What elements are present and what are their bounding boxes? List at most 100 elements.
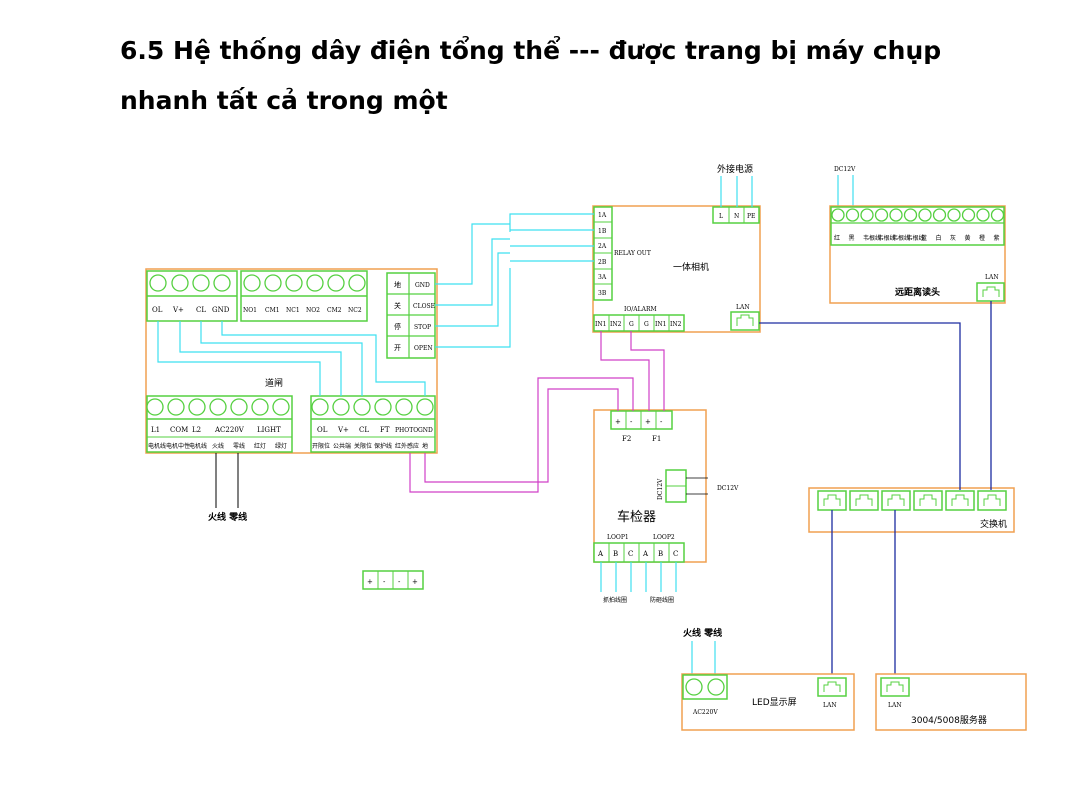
gate-bottom-right-screws [311,398,434,416]
detector-loop2-label: LOOP2 [653,534,675,541]
gate-name: 道闸 [265,377,283,389]
gate-br-bottom-3: 保护线 [374,442,392,450]
detector-dc-side-label: DC12V [657,478,664,500]
gate-nc-label-3: NO2 [306,307,320,314]
switch-port-1[interactable] [849,490,879,511]
standalone-terminal: + - - + [362,570,424,590]
gate-br-bottom-2: 关限位 [354,442,372,450]
gate-br-top-1: V+ [337,426,349,434]
detector-signal-wires [409,331,665,493]
led-power-label: AC220V [692,709,718,716]
reader-terminal-label-5: 韦根线 [907,234,925,242]
gate-nc-label-2: NC1 [286,307,300,314]
gate-ctrl-en-0: GND [415,282,430,289]
camera-relay-3: 2B [598,259,607,266]
gate-relay-terminal-screws [243,274,366,292]
switch-ports [817,490,1007,511]
camera-power-1: N [734,213,739,220]
reader-terminal-label-0: 红 [834,234,840,242]
gate-nc-label-5: NC2 [348,307,362,314]
gate-top-label-1: V+ [172,306,184,314]
gate-bl-bottom-6: 绿灯 [275,442,287,450]
standalone-term-3: + [412,578,418,586]
network-switch: 交换机 [808,487,1015,533]
gate-nc-screw-3 [306,274,324,292]
gate-br-top-4: PHOTO [395,427,418,434]
gate-top-screw-2 [192,274,210,292]
gate-bl-screw-5 [251,398,269,416]
gate-top-screw-1 [171,274,189,292]
gate-top-screw-3 [213,274,231,292]
camera-relay-1: 1B [598,228,607,235]
detector-loop1-label: LOOP1 [607,534,629,541]
gate-top-terminal-screws [149,274,231,292]
gate-br-screw-1 [332,398,350,416]
switch-port-5[interactable] [977,490,1007,511]
reader-terminal-label-8: 灰 [950,234,956,242]
gate-bl-screw-4 [230,398,248,416]
gate-br-screw-5 [416,398,434,416]
camera-io-0: IN1 [595,321,606,328]
switch-port-2[interactable] [881,490,911,511]
switch-port-3[interactable] [913,490,943,511]
camera-io-1: IN2 [610,321,622,328]
reader-terminal-label-9: 黄 [965,234,971,242]
gate-bl-screw-3 [209,398,227,416]
detector-coil-label-1: 防砸线圈 [650,596,674,604]
reader-lan-port[interactable] [976,282,1005,302]
detector-coil-label-0: 抓拍线圈 [603,596,627,604]
switch-name: 交换机 [980,518,1007,530]
gate-br-top-5: GND [418,427,433,434]
camera-lan-port[interactable] [730,311,760,331]
gate-bl-bottom-1: 电机中性 [166,442,190,450]
gate-bl-top-1: COM [170,426,188,434]
detector-loop-term-2: C [628,550,633,558]
gate-br-bottom-1: 公共端 [333,442,351,450]
switch-port-4[interactable] [945,490,975,511]
gate-bl-bottom-3: 火线 [212,442,224,450]
reader-terminal-label-11: 紫 [994,234,1000,242]
camera-io-label: IO/ALARM [624,306,657,313]
reader-terminal-screws [831,208,1005,222]
camera-io-2: G [629,321,634,328]
gate-nc-label-1: CM1 [265,307,280,314]
reader-screw-11 [990,208,1005,222]
gate-nc-screw-2 [285,274,303,292]
detector-dc-label: DC12V [717,485,739,492]
reader-terminal-label-4: 韦根线 [892,234,910,242]
camera-name: 一体相机 [673,261,709,273]
gate-ctrl-en-3: OPEN [414,345,433,352]
reader-screw-5 [903,208,918,222]
detector-f1-label: F1 [652,435,661,443]
gate-nc-screw-0 [243,274,261,292]
server-lan-port[interactable] [880,677,910,697]
switch-port-0[interactable] [817,490,847,511]
gate-bl-screw-0 [146,398,164,416]
reader-screw-9 [961,208,976,222]
led-mains-label: 火线 零线 [683,627,722,639]
gate-ctrl-cn-0: 地 [394,280,401,289]
detector-name: 车检器 [617,509,656,525]
reader-screw-0 [831,208,845,222]
detector-top-3: - [660,418,663,426]
gate-br-top-0: OL [317,426,328,434]
gate-br-screw-0 [311,398,329,416]
camera-io-5: IN2 [670,321,682,328]
reader-terminal-label-6: 蓝 [921,234,927,242]
led-lan-label: LAN [823,702,837,709]
gate-bl-top-4: LIGHT [257,426,281,434]
gate-internal-wires [157,321,426,396]
camera-relay-2: 2A [598,243,607,250]
relay-to-gate-wires [435,213,594,348]
gate-br-top-3: FT [380,426,390,434]
detector-loop-term-5: C [673,550,678,558]
led-lan-port[interactable] [817,677,847,697]
gate-br-bottom-0: 开限位 [312,442,330,450]
gate-nc-screw-5 [348,274,366,292]
gate-bl-top-3: AC220V [214,426,245,434]
reader-dc-label: DC12V [834,166,856,173]
page-title: 6.5 Hệ thống dây điện tổng thể --- được … [120,26,1020,126]
gate-controller: 道闸 OL V+ CL GND NO1 CM1 NC1 NO2 CM2 NC2 … [145,268,438,454]
camera-external-power: 外接电源 [717,163,753,175]
detector-loop-term-3: A [642,550,649,558]
